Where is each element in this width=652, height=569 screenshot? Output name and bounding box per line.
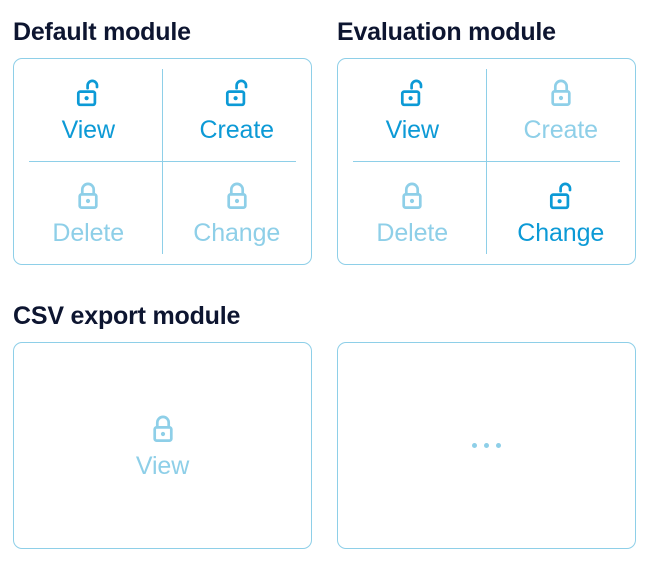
divider-horizontal <box>353 160 620 163</box>
unlock-open-icon <box>69 76 107 114</box>
permission-label: Change <box>517 218 605 247</box>
lock-closed-icon <box>69 179 107 217</box>
permission-cell-change[interactable]: Change <box>487 162 636 265</box>
module-card-csv-export[interactable]: View <box>13 342 312 549</box>
permission-label: Create <box>199 116 275 145</box>
permission-quadrant-grid: View Create <box>14 59 311 264</box>
placeholder-slot <box>338 343 635 548</box>
permission-label: View <box>135 451 190 480</box>
permission-quadrant-grid: View Create <box>338 59 635 264</box>
section-title-evaluation-module: Evaluation module <box>337 18 556 46</box>
permission-label: View <box>61 116 115 145</box>
permission-single-slot: View <box>14 343 311 548</box>
permission-cell-create[interactable]: Create <box>487 59 636 162</box>
permission-cell-delete[interactable]: Delete <box>338 162 487 265</box>
lock-closed-icon <box>218 179 256 217</box>
permission-cell-change[interactable]: Change <box>163 162 312 265</box>
lock-closed-icon <box>144 412 182 450</box>
divider-horizontal <box>29 160 296 163</box>
permission-label: Create <box>523 116 599 145</box>
permission-label: View <box>385 116 439 145</box>
unlock-open-icon <box>393 76 431 114</box>
permission-cell-view[interactable]: View <box>338 59 487 162</box>
section-title-default-module: Default module <box>13 18 191 46</box>
module-card-default[interactable]: View Create <box>13 58 312 265</box>
permission-cell-create[interactable]: Create <box>163 59 312 162</box>
lock-closed-icon <box>542 76 580 114</box>
permission-label: Delete <box>376 218 449 247</box>
permission-cell-view[interactable]: View <box>14 59 163 162</box>
ellipsis-icon <box>472 443 501 448</box>
lock-closed-icon <box>393 179 431 217</box>
unlock-open-icon <box>542 179 580 217</box>
section-title-csv-export-module: CSV export module <box>13 302 241 330</box>
permission-label: Change <box>193 218 281 247</box>
permission-cell-delete[interactable]: Delete <box>14 162 163 265</box>
module-card-evaluation[interactable]: View Create <box>337 58 636 265</box>
unlock-open-icon <box>218 76 256 114</box>
permission-label: Delete <box>52 218 125 247</box>
permission-cell-view[interactable]: View <box>136 412 189 480</box>
module-card-placeholder[interactable] <box>337 342 636 549</box>
